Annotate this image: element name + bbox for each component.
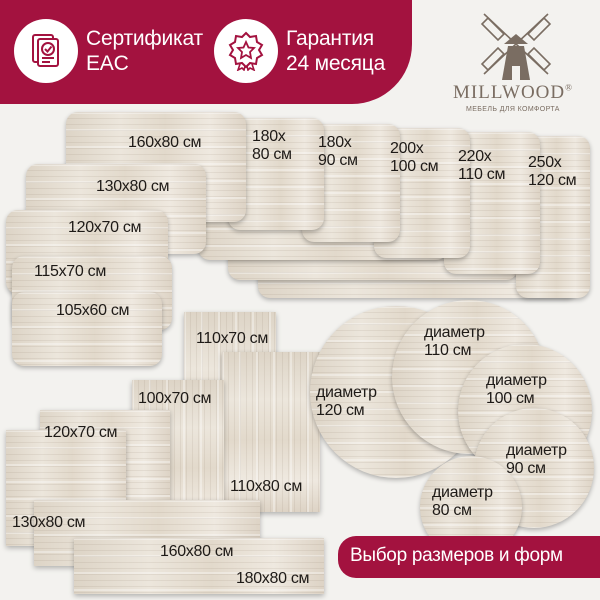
label-loft-100x70: 100x70 см — [138, 390, 212, 407]
label-220x110: 220x 110 см — [458, 148, 505, 184]
label-diameter-80-line2: 80 см — [432, 502, 472, 519]
label-250x120-line2: 120 см — [528, 172, 577, 189]
label-200x100-line2: 100 см — [390, 158, 439, 175]
label-180x80-line1: 180x — [252, 128, 286, 145]
certificate-icon — [32, 34, 59, 67]
medal-icon — [228, 31, 264, 71]
windmill-icon — [480, 13, 552, 80]
label-diameter-120-line1: диаметр — [316, 384, 377, 401]
label-250x120: 250x 120 см — [528, 154, 577, 190]
label-diameter-110: диаметр 110 см — [424, 324, 485, 360]
warranty-line2: 24 месяца — [286, 52, 386, 75]
label-220x110-line2: 110 см — [458, 166, 506, 183]
label-loft-130x80: 130x80 см — [12, 514, 86, 531]
label-130x80: 130x80 см — [96, 178, 170, 195]
label-180x90-line2: 90 см — [318, 152, 358, 169]
label-diameter-110-line2: 110 см — [424, 342, 472, 359]
certificate-line1: Сертификат — [86, 27, 203, 50]
label-200x100-line1: 200x — [390, 140, 424, 157]
label-diameter-80-line1: диаметр — [432, 484, 493, 501]
registered-mark: ® — [565, 82, 573, 93]
label-diameter-90-line1: диаметр — [506, 442, 567, 459]
label-115x70: 115x70 см — [34, 263, 107, 280]
tabletop-105x60 — [12, 292, 162, 366]
label-loft-110x70: 110x70 см — [196, 330, 269, 347]
label-180x80-line2: 80 см — [252, 146, 292, 163]
label-180x90: 180x 90 см — [318, 134, 358, 170]
label-diameter-120-line2: 120 см — [316, 402, 365, 419]
label-160x80: 160x80 см — [128, 134, 202, 151]
label-120x70: 120x70 см — [68, 219, 142, 236]
warranty-badge — [214, 19, 278, 83]
brand-name-text: MILLWOOD — [453, 82, 566, 103]
footer-label: Выбор размеров и форм — [350, 545, 563, 566]
certificate-badge — [14, 19, 78, 83]
label-diameter-80: диаметр 80 см — [432, 484, 493, 520]
label-diameter-100: диаметр 100 см — [486, 372, 547, 408]
label-loft-180x80: 180x80 см — [236, 570, 310, 587]
label-diameter-100-line2: 100 см — [486, 390, 535, 407]
footer-banner — [338, 536, 600, 578]
label-loft-160x80: 160x80 см — [160, 543, 234, 560]
label-180x90-line1: 180x — [318, 134, 352, 151]
label-250x120-line1: 250x — [528, 154, 562, 171]
label-105x60: 105x60 см — [56, 302, 130, 319]
label-loft-120x70: 120x70 см — [44, 424, 118, 441]
warranty-text: Гарантия 24 месяца — [286, 26, 385, 76]
loft-tabletop-110x80 — [222, 352, 320, 512]
label-diameter-90-line2: 90 см — [506, 460, 546, 477]
label-180x80: 180x 80 см — [252, 128, 292, 164]
label-diameter-120: диаметр 120 см — [316, 384, 377, 420]
brand-tagline: мебель для комфорта — [466, 106, 560, 113]
loft-tabletop-180x80 — [74, 538, 324, 594]
brand-name: MILLWOOD® — [453, 82, 573, 104]
certificate-text: Сертификат EAC — [86, 26, 203, 76]
label-diameter-110-line1: диаметр — [424, 324, 485, 341]
certificate-line2: EAC — [86, 52, 129, 75]
label-loft-110x80: 110x80 см — [230, 478, 303, 495]
label-220x110-line1: 220x — [458, 148, 492, 165]
label-diameter-100-line1: диаметр — [486, 372, 547, 389]
label-200x100: 200x 100 см — [390, 140, 439, 176]
label-diameter-90: диаметр 90 см — [506, 442, 567, 478]
warranty-line1: Гарантия — [286, 27, 374, 50]
